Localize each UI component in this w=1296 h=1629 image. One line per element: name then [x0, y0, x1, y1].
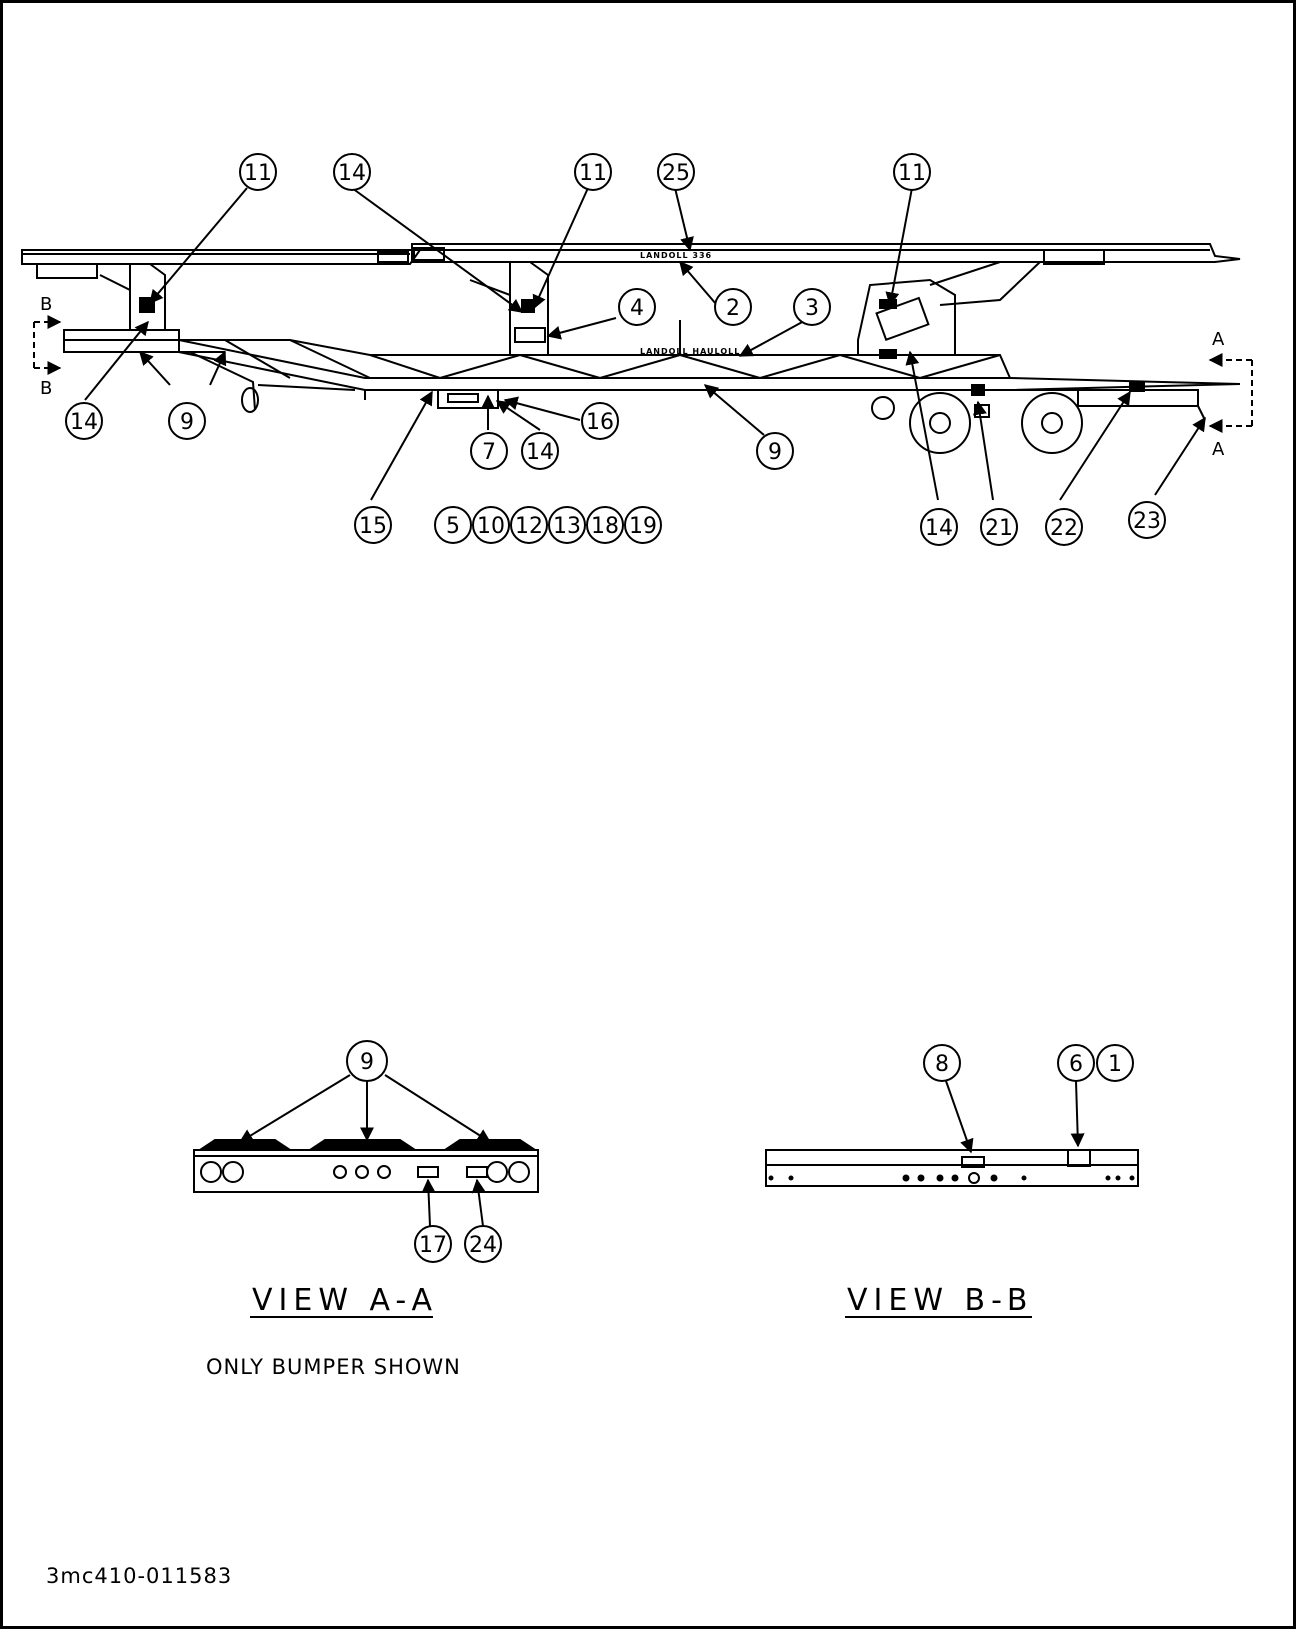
callout-11: 11	[898, 161, 926, 186]
truss-frame	[180, 339, 1001, 379]
callout-9: 9	[768, 440, 782, 465]
section-a-top-label: A	[1212, 329, 1225, 350]
callout-9: 9	[360, 1050, 374, 1075]
section-b-marker	[33, 315, 62, 375]
callout-8: 8	[935, 1052, 949, 1077]
callout-11: 11	[579, 161, 607, 186]
callout-14: 14	[925, 516, 953, 541]
callout-21: 21	[985, 516, 1013, 541]
wheels	[871, 389, 1083, 454]
view-b-leaders	[945, 1080, 1085, 1154]
callout-14: 14	[338, 161, 366, 186]
callout-13: 13	[553, 514, 581, 539]
hitch	[189, 351, 356, 413]
callout-10: 10	[477, 514, 505, 539]
callout-1: 1	[1108, 1052, 1122, 1077]
view-a-bumper	[193, 1139, 539, 1193]
decal-text-upper: LANDOLL 336	[640, 251, 712, 260]
callout-14: 14	[526, 440, 554, 465]
callout-19: 19	[629, 514, 657, 539]
callout-25: 25	[662, 161, 690, 186]
callout-circles	[65, 153, 1166, 1263]
leader-lines	[84, 187, 1206, 501]
callout-14: 14	[70, 410, 98, 435]
callout-5: 5	[446, 514, 460, 539]
callout-7: 7	[482, 440, 496, 465]
callout-2: 2	[726, 296, 740, 321]
view-a-title: VIEW A-A	[252, 1283, 438, 1318]
callout-23: 23	[1133, 509, 1161, 534]
callout-22: 22	[1050, 516, 1078, 541]
section-a-bottom-label: A	[1212, 439, 1225, 460]
decal-text-lower: LANDOLL HAULOLL	[640, 347, 740, 356]
callout-labels: 11 14 11 25 11 4 2 3 14 9 16 7 14 9 15 5…	[70, 161, 1161, 1258]
callout-24: 24	[469, 1233, 497, 1258]
callout-15: 15	[359, 514, 387, 539]
uprights	[99, 261, 1043, 356]
callout-16: 16	[586, 410, 614, 435]
decal-box-d	[879, 349, 897, 359]
view-b-crossmember	[765, 1149, 1139, 1187]
callout-17: 17	[419, 1233, 447, 1258]
callout-11: 11	[244, 161, 272, 186]
decal-box-f	[1129, 382, 1145, 392]
section-b-bottom-label: B	[40, 378, 52, 399]
callout-4: 4	[630, 296, 644, 321]
callout-9: 9	[180, 410, 194, 435]
callout-18: 18	[591, 514, 619, 539]
section-a-marker	[1208, 353, 1253, 433]
view-a-note: ONLY BUMPER SHOWN	[206, 1355, 461, 1379]
section-b-top-label: B	[40, 294, 52, 315]
trailer-side-view	[21, 243, 1241, 454]
upper-deck	[21, 243, 1241, 279]
view-a-leaders	[238, 1074, 492, 1227]
callout-6: 6	[1069, 1052, 1083, 1077]
decal-box-b	[521, 299, 535, 313]
callout-12: 12	[515, 514, 543, 539]
decal-box-c	[879, 299, 897, 309]
view-b-title: VIEW B-B	[847, 1283, 1033, 1318]
callout-3: 3	[805, 296, 819, 321]
document-number: 3mc410-011583	[46, 1564, 232, 1588]
